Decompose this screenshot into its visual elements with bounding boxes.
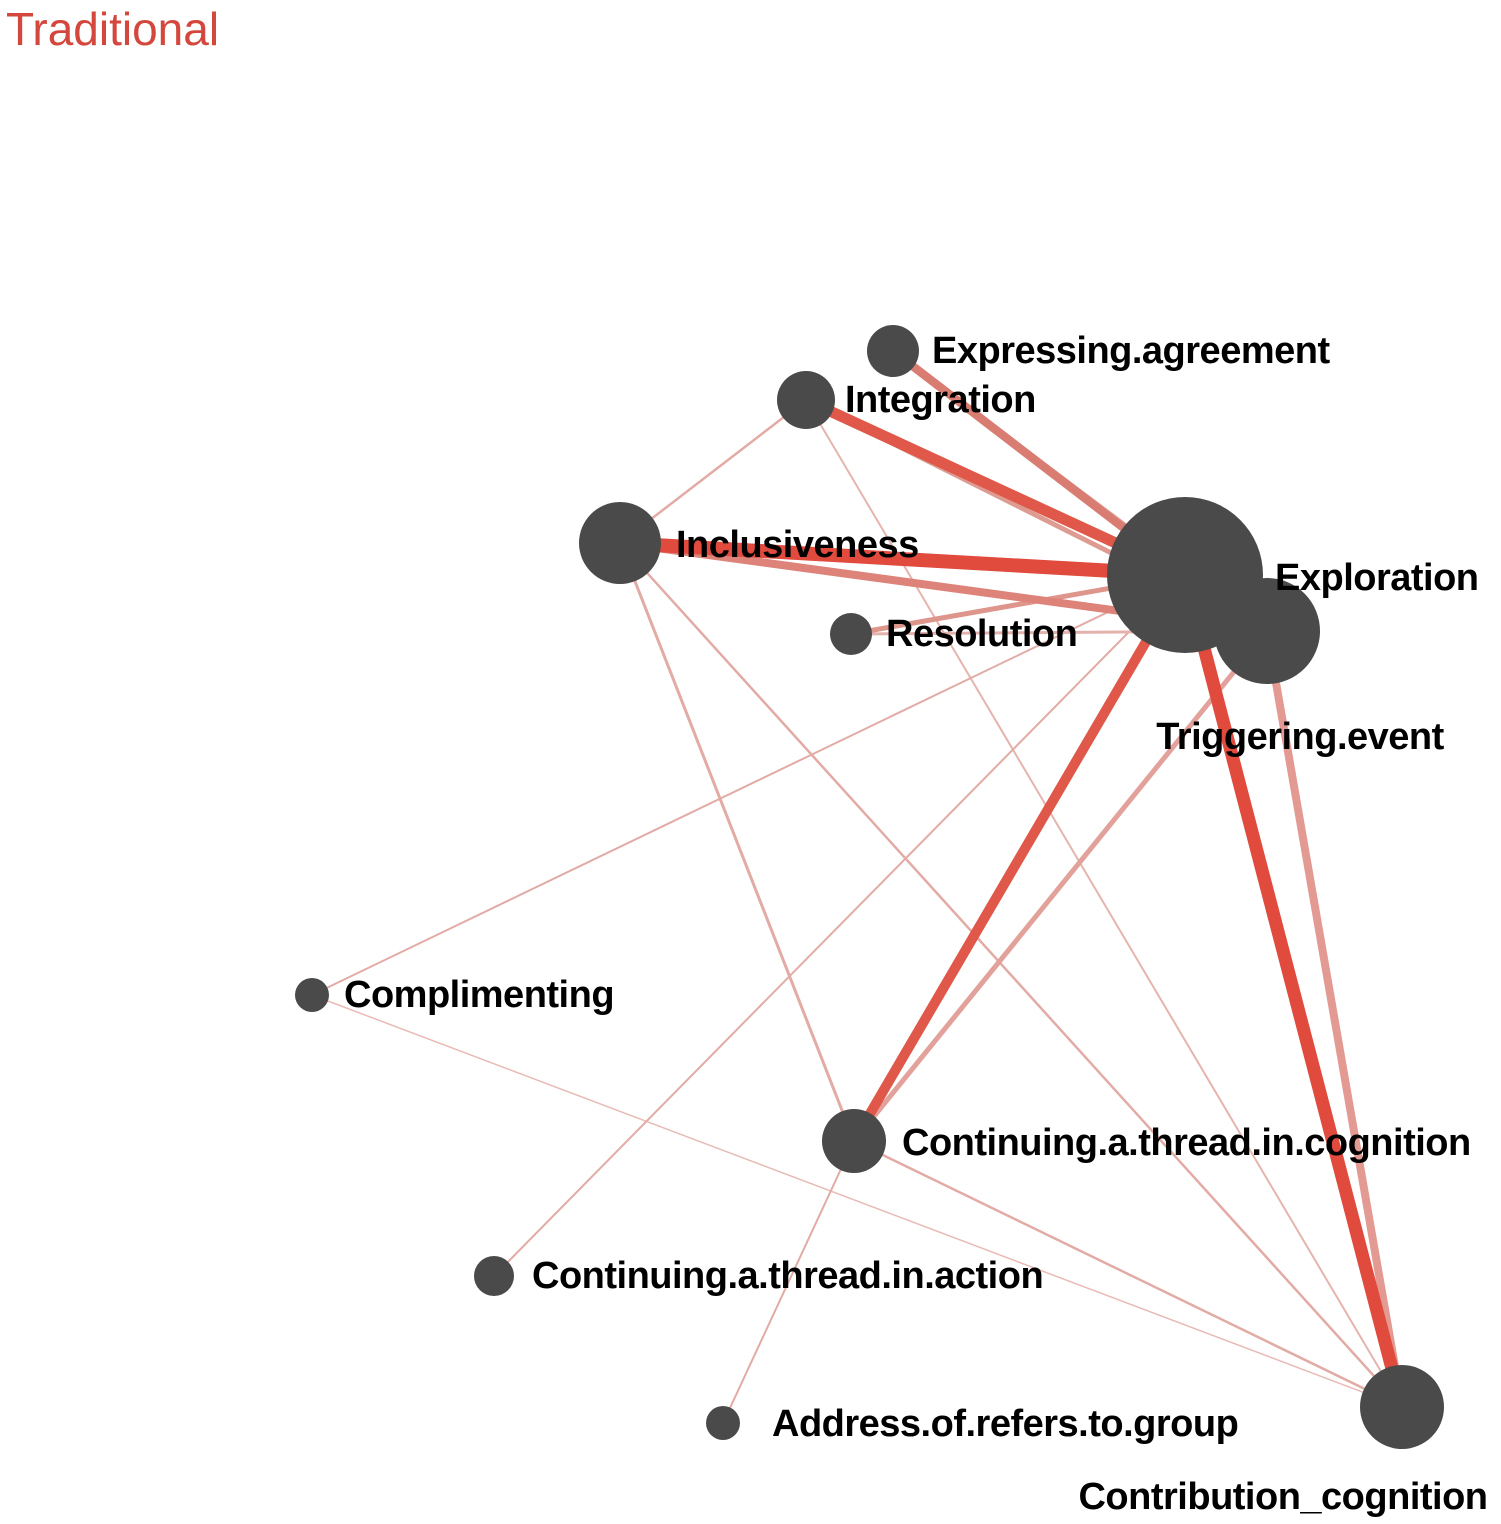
node-inclusiveness [579, 502, 661, 584]
node-label-triggering: Triggering.event [1156, 716, 1444, 758]
edge-action-exploration [493, 574, 1186, 1277]
edge-complimenting-exploration [311, 574, 1186, 996]
node-contribution [1360, 1365, 1444, 1449]
node-triggering [1214, 578, 1320, 684]
edge-complimenting-contribution [311, 994, 1403, 1408]
node-label-cognition: Continuing.a.thread.in.cognition [902, 1122, 1471, 1164]
edge-cognition-address [722, 1140, 855, 1424]
node-label-exploration: Exploration [1275, 557, 1479, 599]
edge-exploration-cognition [849, 572, 1190, 1144]
edge-inclusiveness-contribution [619, 542, 1403, 1408]
edge-cognition-contribution [853, 1139, 1403, 1409]
node-resolution [830, 613, 872, 655]
node-complimenting [295, 978, 329, 1012]
edge-triggering-cognition [852, 629, 1269, 1143]
node-label-contribution: Contribution_cognition [1078, 1476, 1487, 1518]
node-label-action: Continuing.a.thread.in.action [532, 1255, 1043, 1297]
node-address [706, 1406, 740, 1440]
node-label-integration: Integration [845, 379, 1036, 421]
edge-triggering-contribution [1263, 630, 1406, 1408]
node-label-address: Address.of.refers.to.group [772, 1403, 1238, 1445]
node-label-expressing: Expressing.agreement [932, 330, 1330, 372]
node-label-complimenting: Complimenting [344, 974, 614, 1016]
edge-exploration-contribution [1178, 573, 1409, 1409]
node-label-inclusiveness: Inclusiveness [676, 524, 919, 566]
node-expressing [867, 325, 919, 377]
node-cognition [822, 1109, 886, 1173]
figure-title: Traditional [6, 3, 220, 55]
edge-inclusiveness-cognition [618, 542, 856, 1142]
node-action [474, 1256, 514, 1296]
edge-integration-contribution [805, 399, 1403, 1408]
edge-inclusiveness-exploration [619, 536, 1186, 582]
node-integration [777, 371, 835, 429]
node-label-resolution: Resolution [886, 613, 1077, 655]
